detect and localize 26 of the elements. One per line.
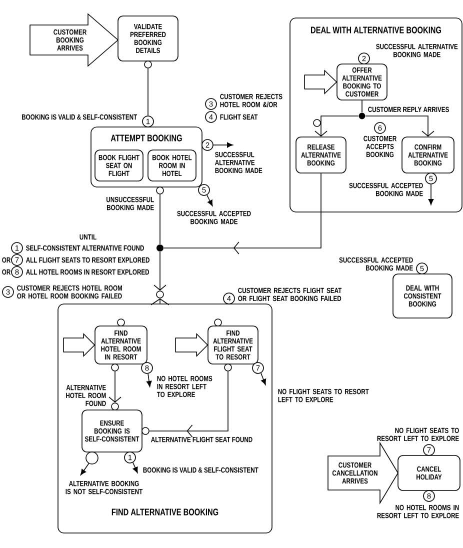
block-arrow <box>175 333 208 357</box>
arrow <box>428 184 434 205</box>
port-circle <box>111 402 119 410</box>
arrow <box>146 373 152 387</box>
port-circle <box>117 318 125 326</box>
port-circle <box>313 119 321 127</box>
arrow <box>80 463 90 476</box>
arrow <box>132 462 138 474</box>
port-circle <box>224 364 232 372</box>
arrow <box>365 116 434 137</box>
arrow <box>108 371 122 403</box>
arrow <box>260 372 266 386</box>
port-circle <box>214 318 222 326</box>
port-circle <box>142 427 150 435</box>
arrow <box>154 252 166 291</box>
arrow <box>314 116 359 137</box>
port-circle <box>86 452 98 464</box>
port-circle <box>144 60 152 68</box>
block-arrow <box>304 70 338 94</box>
arrow <box>213 142 233 148</box>
port-circle <box>111 364 119 372</box>
arrow <box>206 194 213 206</box>
port-circle <box>156 186 164 194</box>
port-circle <box>156 290 164 298</box>
block-arrow <box>63 333 96 357</box>
junction-dot <box>156 244 164 252</box>
